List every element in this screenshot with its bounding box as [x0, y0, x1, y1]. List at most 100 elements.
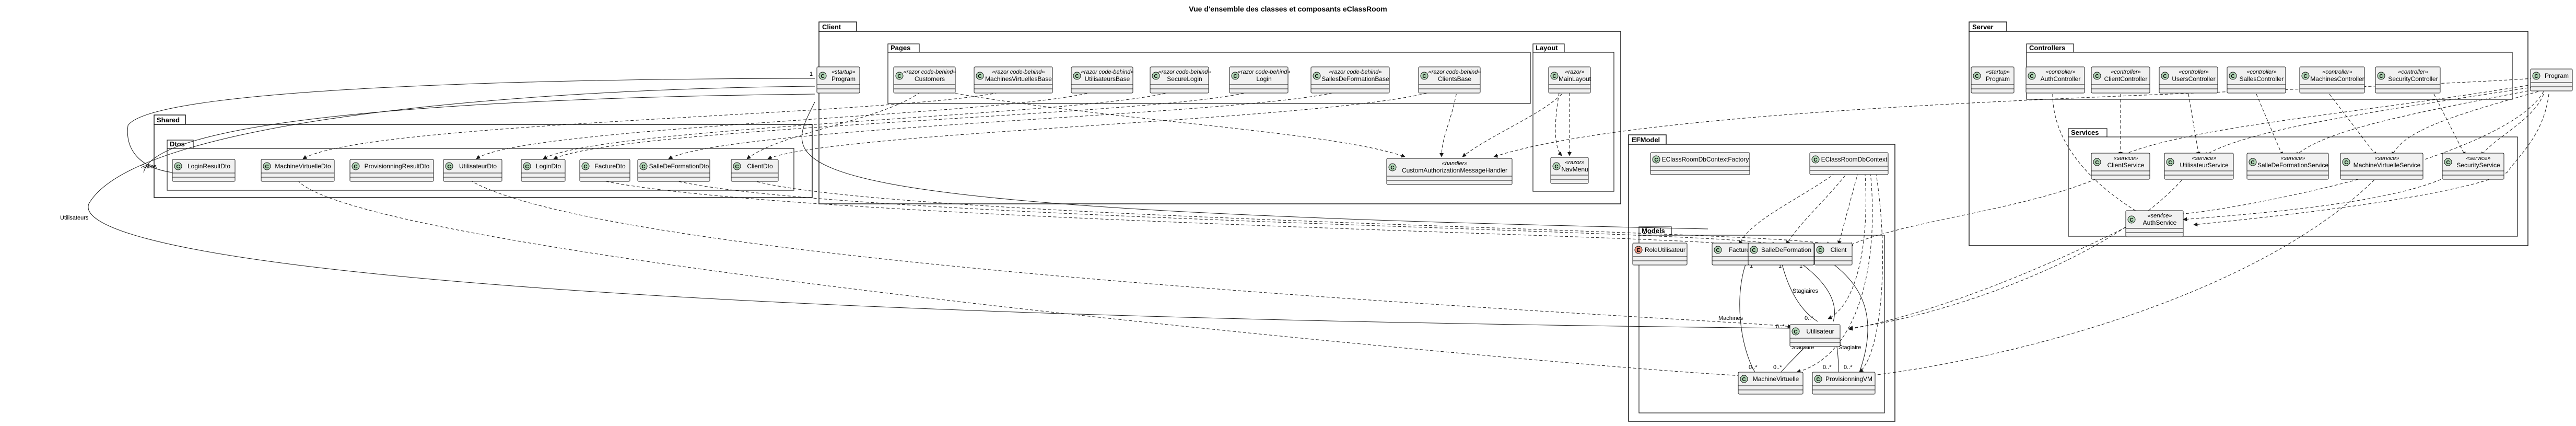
- mult-salle-1b: 1: [1778, 263, 1782, 269]
- class-badge-icon: [895, 72, 904, 80]
- class-badge-icon: [1552, 162, 1561, 170]
- class-badge-icon: [1152, 72, 1160, 80]
- class-custom-auth-handler: C«handler»CustomAuthorizationMessageHand…: [1386, 158, 1513, 185]
- class-utilisateur-service: C«service»UtilisateurService: [2164, 153, 2234, 180]
- class-box: [2125, 210, 2184, 237]
- edge-authservice-utilisateur: [1848, 224, 2132, 331]
- class-box: [1650, 152, 1750, 175]
- class-badge-icon: [174, 162, 182, 170]
- edges: [88, 78, 2549, 383]
- class-client-controller: C«controller»ClientController: [2091, 66, 2150, 94]
- class-box: [2442, 153, 2504, 180]
- edge-sallescontroller-salleservice: [2256, 94, 2283, 156]
- edge-utildto-utilisateur: [470, 180, 1792, 329]
- badge-letter: C: [1315, 74, 1318, 79]
- badge-letter: C: [2534, 74, 2538, 79]
- package-layout-label: Layout: [1536, 44, 1558, 52]
- edge-layout-handler: [1462, 94, 1562, 157]
- badge-letter: C: [2168, 160, 2172, 166]
- class-client-program: C«startup»Program: [816, 66, 860, 94]
- class-stereotype: «startup»: [832, 69, 856, 75]
- badge-letter: C: [1422, 74, 1426, 79]
- class-badge-icon: [639, 162, 648, 170]
- class-secure-login: C«razor code-behind»SecureLogin: [1150, 66, 1211, 94]
- class-name: ProvisionningResultDto: [365, 163, 430, 170]
- package-shared-label: Shared: [157, 116, 180, 124]
- class-stereotype: «handler»: [1442, 160, 1468, 167]
- class-box: [172, 159, 236, 182]
- package-dtos-label: Dtos: [170, 140, 185, 148]
- edge-mvservice-machine: [1812, 172, 2382, 383]
- class-box: [1548, 66, 1591, 94]
- mult-prov-many-2: 0..*: [1844, 364, 1853, 371]
- class-badge-icon: [1792, 327, 1800, 336]
- edge-securitycontroller-securityservice: [2433, 94, 2466, 156]
- edge-layout-navmenu-2: [1555, 93, 1562, 156]
- edge-mvbase-mvdto: [302, 88, 1014, 159]
- edge-label-salles: Salles: [141, 164, 157, 170]
- edge-salledto-salle: [673, 180, 1776, 246]
- mult-mv-many: 0..*: [1749, 364, 1758, 371]
- edge-dbcontext-machine: [1796, 167, 1873, 373]
- class-name: AuthController: [2041, 75, 2081, 83]
- edge-securelogin-logindto: [543, 88, 1181, 159]
- badge-letter: C: [1752, 248, 1755, 254]
- class-badge-icon: [1811, 155, 1820, 164]
- class-badge-icon: [2532, 72, 2540, 80]
- badge-letter: C: [176, 164, 180, 170]
- class-stereotype: «service»: [2147, 213, 2172, 219]
- badge-letter: C: [2030, 74, 2033, 79]
- edge-clientsbase-clientdto: [767, 88, 1442, 159]
- class-badge-icon: [1313, 72, 1321, 80]
- badge-letter: C: [583, 164, 587, 170]
- class-badge-icon: [1814, 375, 1822, 383]
- class-name: ClientController: [2104, 75, 2148, 83]
- class-stereotype: «razor code-behind»: [1428, 69, 1481, 75]
- class-stereotype: «startup»: [1986, 69, 2010, 75]
- edge-program-utilisateurs: [88, 86, 1792, 329]
- badge-letter: C: [897, 74, 901, 79]
- badge-letter: C: [1975, 74, 1978, 79]
- class-security-controller: C«controller»SecurityController: [2375, 66, 2441, 94]
- class-name: AuthService: [2143, 219, 2177, 226]
- class-name: MachinesController: [2310, 75, 2364, 83]
- class-stereotype: «controller»: [2246, 69, 2276, 75]
- badge-letter: C: [354, 164, 357, 170]
- edge-program-mvservice: [2392, 91, 2539, 156]
- class-badge-icon: [2161, 72, 2169, 80]
- badge-letter: C: [447, 164, 451, 170]
- class-name: ClientsBase: [1438, 75, 1471, 83]
- badge-letter: C: [2344, 160, 2348, 166]
- class-machines-controller: C«controller»MachinesController: [2299, 66, 2365, 94]
- class-box: [443, 159, 502, 182]
- class-clients-base: C«razor code-behind»ClientsBase: [1418, 66, 1481, 94]
- edge-utilservice-utilisateur: [1848, 172, 2189, 330]
- class-badge-icon: [2342, 158, 2350, 166]
- badge-letter: C: [1233, 74, 1237, 79]
- class-name: MainLayout: [1559, 75, 1591, 83]
- class-salle-de-formation-service: C«service»SalleDeFormationService: [2246, 153, 2329, 180]
- edge-customers-clientdto: [746, 88, 925, 159]
- class-badge-icon: [2249, 158, 2257, 166]
- edge-salle-utilisateur: [1796, 260, 1835, 322]
- edge-label-stagiaires-1: Stagiaires: [1793, 288, 1818, 294]
- class-name: LoginResultDto: [188, 163, 230, 170]
- class-box: [1971, 66, 2015, 94]
- class-badge-icon: [1231, 72, 1239, 80]
- class-login: C«razor code-behind»Login: [1229, 66, 1290, 94]
- class-box: [1310, 66, 1390, 94]
- edge-program-to-shared: [143, 94, 815, 173]
- badge-letter: C: [2446, 160, 2450, 166]
- class-name: MachineVirtuelle: [1753, 375, 1799, 383]
- class-name: EClassRoomDbContextFactory: [1662, 156, 1749, 163]
- edge-clientservice-client: [1848, 172, 2111, 246]
- class-box: [261, 159, 335, 182]
- class-name: RoleUtilisateur: [1645, 246, 1685, 254]
- class-name: MachineVirtuelleDto: [275, 163, 331, 170]
